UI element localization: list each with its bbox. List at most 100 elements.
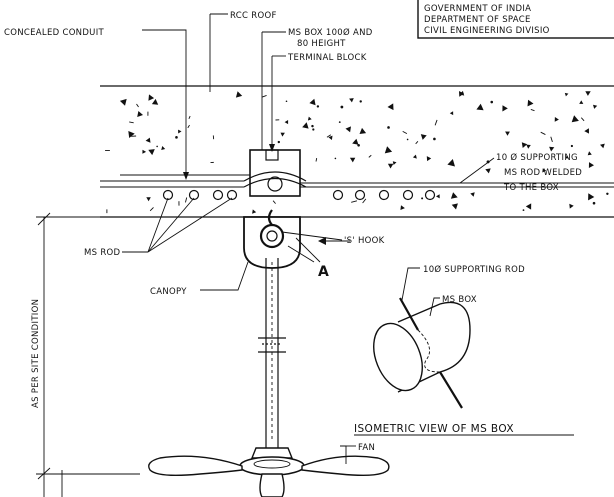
aggregate-speck [434,119,438,126]
dimension-line [36,212,140,497]
aggregate-speck [316,105,320,108]
aggregate-speck [252,209,257,214]
label-terminal-block: TERMINAL BLOCK [287,53,367,63]
ms-rod-section [188,189,200,201]
label-supporting-line-2: MS ROD WELDED [504,168,582,178]
label-supporting-line-1: 10 Ø SUPPORTING [496,152,578,163]
concrete-aggregate [105,90,609,214]
label-rcc-roof: RCC ROOF [230,11,277,21]
ms-rod-section [212,189,224,201]
aggregate-speck [588,193,595,201]
aggregate-speck [146,197,151,202]
aggregate-speck [426,156,432,162]
label-isometric-title: ISOMETRIC VIEW OF MS BOX [354,423,514,435]
aggregate-speck [451,203,458,210]
aggregate-speck [565,156,569,159]
aggregate-speck [521,142,528,148]
aggregate-speck [352,138,359,145]
aggregate-speck [505,131,510,136]
aggregate-speck [185,197,188,203]
aggregate-speck [585,91,591,96]
aggregate-speck [459,91,464,97]
label-ms-box-iso: MS BOX [442,295,477,305]
aggregate-speck [564,92,569,97]
aggregate-speck [569,203,574,209]
label-canopy: CANOPY [150,287,187,297]
aggregate-speck [554,117,559,122]
aggregate-speck [280,132,285,137]
ms-rod-sections [162,189,436,201]
aggregate-speck [449,111,454,116]
aggregate-speck [450,192,458,199]
label-fan: FAN [358,443,375,453]
aggregate-speck [490,100,494,104]
ms-rod-section [378,189,390,201]
aggregate-speck [402,130,408,134]
label-supporting-rod: 10Ø SUPPORTING ROD [423,264,525,275]
label-concealed-conduit: CONCEALED CONDUIT [4,28,105,38]
aggregate-speck [187,124,190,129]
aggregate-speck [345,126,351,133]
ms-rod-section [162,189,174,201]
aggregate-speck [421,197,424,200]
aggregate-speck [148,149,155,156]
aggregate-speck [351,200,358,203]
aggregate-speck [129,121,134,124]
ms-rod-section [354,189,366,201]
aggregate-speck [433,137,436,141]
aggregate-speck [525,203,532,210]
aggregate-speck [285,100,288,103]
fan-blade-left [148,455,243,477]
aggregate-speck [309,98,316,106]
aggregate-speck [142,149,147,154]
aggregate-speck [550,136,553,143]
aggregate-speck [549,146,555,152]
title-stamp: GOVERNMENT OF INDIA DEPARTMENT OF SPACE … [417,0,614,39]
aggregate-speck [470,192,475,197]
aggregate-speck [387,103,394,111]
aggregate-speck [148,94,155,101]
aggregate-speck [149,207,154,212]
aggregate-speck [406,138,409,141]
aggregate-speck [349,98,354,103]
aggregate-speck [606,192,609,196]
aggregate-speck [161,146,166,150]
aggregate-speck [540,131,546,135]
label-supporting-line-3: TO THE BOX [503,183,559,193]
aggregate-speck [359,100,362,103]
aggregate-speck [326,134,332,138]
aggregate-speck [119,98,127,106]
isometric-ms-box [373,267,471,409]
aggregate-speck [526,144,531,149]
aggregate-speck [328,135,333,140]
aggregate-speck [387,163,394,169]
label-ms-box-line-1: MS BOX 100Ø AND [288,27,373,38]
aggregate-speck [542,168,547,173]
aggregate-speck [307,116,312,121]
stamp-line-2: DEPARTMENT OF SPACE [424,15,531,25]
aggregate-speck [188,115,191,119]
aggregate-speck [311,124,314,128]
label-site-condition: AS PER SITE CONDITION [31,299,41,408]
aggregate-speck [362,198,367,204]
label-ms-rod: MS ROD [84,248,121,258]
fan-blade-right [301,455,390,477]
label-section-a: A [318,264,329,280]
aggregate-speck [412,154,417,159]
aggregate-speck [436,194,440,199]
aggregate-speck [392,161,397,165]
aggregate-speck [178,129,182,134]
aggregate-speck [302,122,309,129]
label-s-hook: 'S' HOOK [344,236,385,246]
aggregate-speck [579,100,584,104]
stamp-line-3: CIVIL ENGINEERING DIVISIO [424,26,550,36]
aggregate-speck [485,168,491,174]
aggregate-speck [284,120,289,125]
aggregate-speck [145,137,151,143]
aggregate-speck [340,105,344,109]
aggregate-speck [235,91,243,98]
ms-rod-section [424,189,436,201]
aggregate-speck [580,117,585,122]
aggregate-speck [571,115,579,123]
